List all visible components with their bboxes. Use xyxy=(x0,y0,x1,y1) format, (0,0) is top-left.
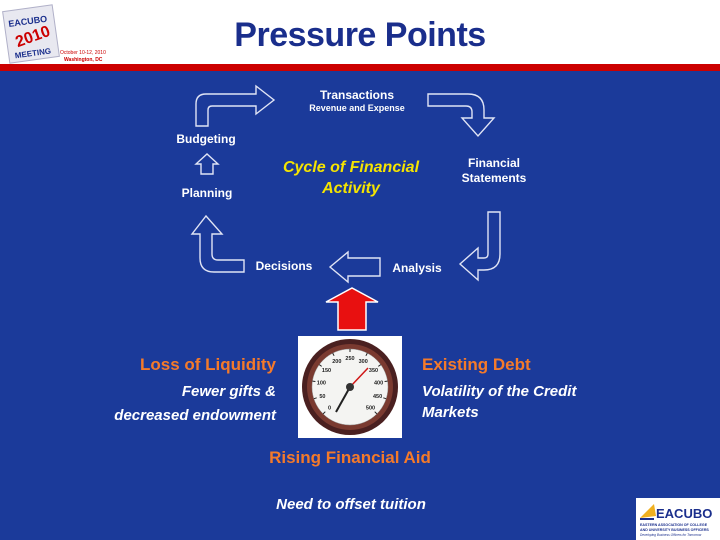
eacubo-logo-graphic: EACUBO EASTERN ASSOCIATION OF COLLEGE AN… xyxy=(640,504,712,537)
gauge-tick-mark xyxy=(374,411,378,415)
point-liquidity-desc-2: decreased endowment xyxy=(114,407,276,424)
eacubo-logo-line1: EASTERN ASSOCIATION OF COLLEGE xyxy=(640,523,708,527)
eacubo-logo: EACUBO EASTERN ASSOCIATION OF COLLEGE AN… xyxy=(636,498,720,540)
gauge-tick-label: 100 xyxy=(317,381,326,387)
point-debt-title: Existing Debt xyxy=(422,355,531,374)
point-debt-desc: Volatility of the Credit Markets xyxy=(422,383,577,421)
gauge-tick-mark xyxy=(332,352,335,357)
gauge-tick-label: 350 xyxy=(369,368,378,374)
logo-place-text: Washington, DC xyxy=(64,57,103,63)
gauge-tick-label: 450 xyxy=(373,394,382,400)
logo-date-text: October 10-12, 2010 xyxy=(60,50,106,56)
arrow-analysis-to-decisions-icon xyxy=(328,250,381,284)
gauge-tick-label: 0 xyxy=(328,406,331,412)
pressure-arrow-icon xyxy=(325,287,379,331)
point-liquidity-desc-1: Fewer gifts & xyxy=(181,383,276,400)
gauge-tick-mark xyxy=(378,364,381,367)
cycle-label-decisions: Decisions xyxy=(255,259,313,273)
gauge-tick-label: 400 xyxy=(374,381,383,387)
cycle-label-transactions: Transactions xyxy=(319,88,395,102)
gauge-tick-label: 50 xyxy=(319,394,325,400)
cycle-label-transactions-sub: Revenue and Expense xyxy=(309,103,405,113)
gauge-tick-label: 150 xyxy=(322,368,331,374)
gauge-tick-label: 200 xyxy=(332,359,341,365)
cycle-center-label: Cycle of Financial Activity xyxy=(282,159,420,197)
page-title: Pressure Points xyxy=(234,16,486,54)
gauge-tick-label: 250 xyxy=(345,356,354,362)
arrow-decisions-to-planning-icon xyxy=(190,214,245,273)
gauge-tick-mark xyxy=(322,411,326,415)
gauge-tick-mark xyxy=(313,397,317,400)
gauge-tick-mark xyxy=(383,397,387,400)
gauge-tick-label: 500 xyxy=(366,406,375,412)
header-red-band xyxy=(0,64,720,71)
cycle-label-statements: Financial Statements xyxy=(461,156,527,185)
conference-logo: EACUBO 2010 MEETING October 10-12, 2010 … xyxy=(0,4,118,66)
arrow-statements-to-analysis-icon xyxy=(458,211,501,282)
arrow-planning-to-budgeting-icon xyxy=(194,153,220,175)
conference-logo-graphic: EACUBO 2010 MEETING October 10-12, 2010 … xyxy=(2,4,106,64)
gauge-tick-label: 300 xyxy=(359,359,368,365)
eacubo-logo-tagline: Developing Business Officers for Tomorro… xyxy=(640,533,702,537)
cycle-label-analysis: Analysis xyxy=(392,261,442,275)
eacubo-logo-line2: AND UNIVERSITY BUSINESS OFFICERS xyxy=(640,528,709,532)
header xyxy=(0,0,720,64)
arrow-transactions-to-statements-icon xyxy=(427,93,496,138)
gauge-tick-mark xyxy=(365,352,368,357)
cycle-label-planning: Planning xyxy=(181,186,233,200)
point-aid-desc: Need to offset tuition xyxy=(276,496,426,513)
cycle-label-budgeting: Budgeting xyxy=(176,132,236,146)
gauge-tick-mark xyxy=(319,364,322,367)
point-aid-title: Rising Financial Aid xyxy=(269,448,431,467)
point-liquidity-title: Loss of Liquidity xyxy=(140,355,276,374)
eacubo-logo-name: EACUBO xyxy=(656,506,712,521)
arrow-budgeting-to-transactions-icon xyxy=(195,84,276,127)
